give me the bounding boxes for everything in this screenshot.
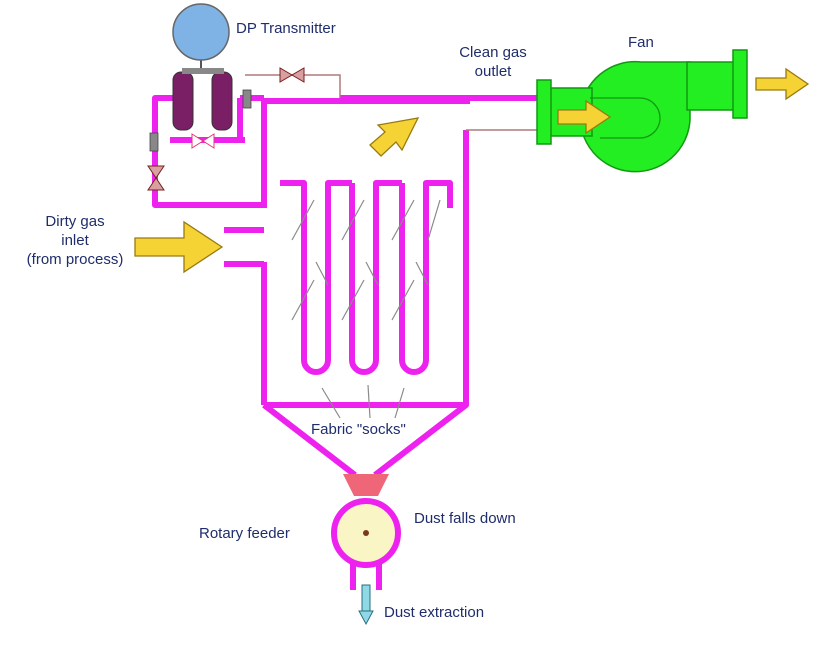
- filter-flow-arrow: [365, 261, 379, 286]
- fabric-sock-2: [349, 180, 402, 375]
- dirty-gas-line-1: Dirty gas: [45, 213, 105, 230]
- transmitter-bridge: [182, 68, 224, 74]
- dp-line-left: [152, 95, 264, 208]
- rotary-feeder-hub: [363, 530, 369, 536]
- filter-flow-arrow: [415, 261, 429, 286]
- dp-sense-line: [245, 74, 341, 98]
- fan-flow-arrow: [557, 99, 612, 135]
- filter-flow-arrow: [291, 199, 315, 241]
- filter-flow-arrow: [315, 261, 329, 286]
- fabric-socks-label: Fabric "socks": [311, 421, 406, 438]
- filter-flow-arrow: [291, 279, 315, 321]
- rotary-feeder-label: Rotary feeder: [199, 525, 290, 542]
- sock-pointer-arrow: [321, 387, 341, 419]
- fan-exhaust-arrow: [755, 67, 810, 101]
- fan-inlet-ring: [590, 97, 661, 139]
- dirty-gas-arrow: [134, 220, 224, 274]
- transmitter-body-right: [211, 71, 233, 131]
- fan-label: Fan: [628, 34, 654, 51]
- dirty-gas-inlet-label: Dirty gas inlet (from process): [2, 212, 148, 269]
- sock-pointer-arrow: [367, 384, 371, 419]
- transmitter-body-left: [172, 71, 194, 131]
- dust-extraction-label: Dust extraction: [384, 604, 485, 621]
- dirty-gas-line-2: inlet: [61, 232, 89, 249]
- isolation-valve-left: [147, 165, 165, 191]
- hopper: [264, 402, 469, 478]
- fabric-sock-1: [280, 180, 352, 375]
- filter-flow-arrow: [391, 199, 415, 241]
- dust-extraction-arrow: [358, 584, 374, 626]
- dp-transmitter-label: DP Transmitter: [236, 20, 336, 37]
- clean-gas-outlet-label: Clean gas outlet: [438, 43, 548, 81]
- equalizing-valve: [191, 133, 215, 149]
- filter-flow-arrow: [341, 279, 365, 321]
- fabric-sock-3: [399, 180, 453, 375]
- isolation-valve-top: [279, 67, 305, 83]
- transmitter-port-left: [149, 132, 159, 152]
- fan: [536, 49, 748, 173]
- filter-flow-arrow: [427, 199, 441, 241]
- transmitter-port-right: [242, 89, 252, 109]
- filter-flow-arrow: [341, 199, 365, 241]
- sock-pointer-arrow: [394, 387, 405, 419]
- filter-flow-arrow: [391, 279, 415, 321]
- clean-gas-outlet-line-2: outlet: [474, 63, 512, 80]
- hopper-left: [262, 402, 357, 478]
- clean-gas-arrow: [369, 117, 420, 157]
- dp-transmitter-dial: [172, 3, 230, 61]
- feeder-throat: [343, 474, 389, 496]
- clean-gas-outlet-line-1: Clean gas: [459, 44, 527, 61]
- dirty-gas-line-3: (from process): [26, 251, 124, 268]
- dust-falls-down-label: Dust falls down: [414, 510, 516, 527]
